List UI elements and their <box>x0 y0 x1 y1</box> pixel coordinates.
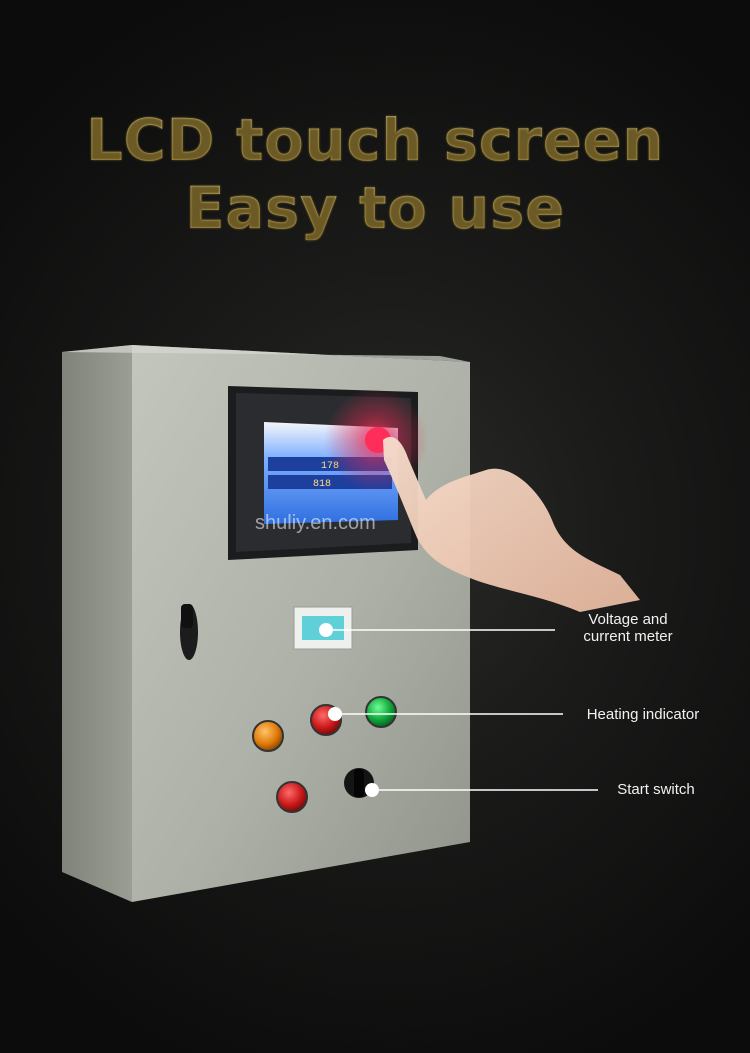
cabinet-top-edge <box>62 345 470 362</box>
callout-meter-line-1: Voltage and <box>588 611 668 628</box>
hand <box>383 436 640 612</box>
lcd-row-value-2: 818 <box>313 479 331 490</box>
cabinet-side <box>62 345 132 902</box>
callout-meter-line-2: current meter <box>583 628 673 645</box>
indicator-green <box>365 696 397 728</box>
start-switch-bar <box>354 769 364 797</box>
callout-dot-switch <box>365 783 379 797</box>
callout-meter-label: Voltage and current meter <box>570 611 686 645</box>
callout-switch-label: Start switch <box>617 781 695 798</box>
headline-line-2: Easy to use <box>0 176 750 240</box>
indicator-amber <box>252 720 284 752</box>
indicator-red-lower <box>276 781 308 813</box>
door-handle-lever <box>181 604 193 628</box>
watermark: shuliy.en.com <box>255 512 376 534</box>
headline-line-1: LCD touch screen <box>0 108 750 172</box>
callout-dot-meter <box>319 623 333 637</box>
callout-heating-label: Heating indicator <box>586 706 700 723</box>
lcd-row-value-1: 178 <box>321 461 339 472</box>
callout-dot-heating <box>328 707 342 721</box>
